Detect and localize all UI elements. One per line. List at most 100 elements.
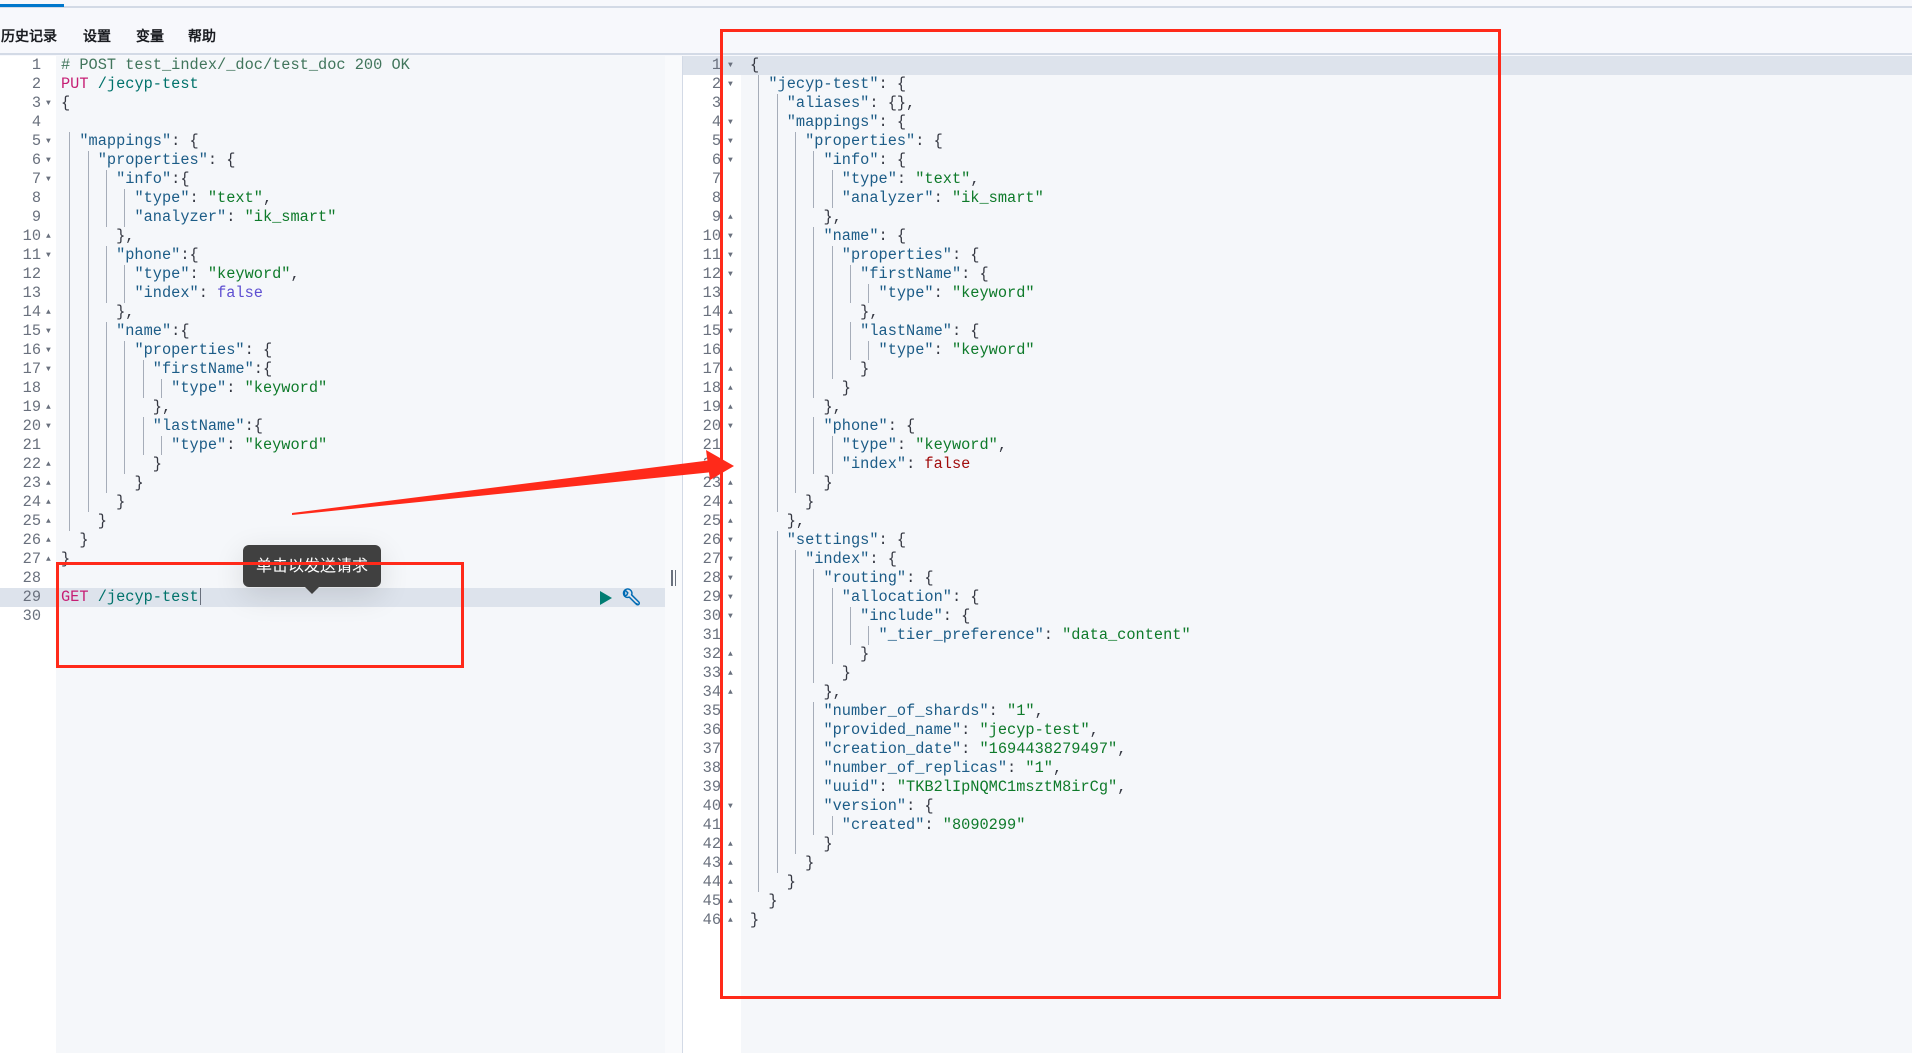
code-line[interactable]: 4 [0,113,665,132]
code-line[interactable]: 43▲ } [683,854,1912,873]
code-line[interactable]: 13 "index": false [0,284,665,303]
code-line[interactable]: 14▲ }, [0,303,665,322]
code-line[interactable]: 19▲ }, [0,398,665,417]
code-line[interactable]: 3 "aliases": {}, [683,94,1912,113]
code-line[interactable]: 6▼ "properties": { [0,151,665,170]
fold-expand-icon[interactable]: ▲ [46,403,51,412]
response-viewer[interactable] [741,56,1912,1053]
fold-collapse-icon[interactable]: ▼ [46,346,51,355]
code-line[interactable]: 20▼ "phone": { [683,417,1912,436]
code-line[interactable]: 23▲ } [683,474,1912,493]
fold-expand-icon[interactable]: ▲ [728,213,733,222]
code-line[interactable]: 5▼ "properties": { [683,132,1912,151]
fold-expand-icon[interactable]: ▲ [728,650,733,659]
code-line[interactable]: 2▼ "jecyp-test": { [683,75,1912,94]
code-line[interactable]: 15▼ "name":{ [0,322,665,341]
code-line[interactable]: 44▲ } [683,873,1912,892]
fold-expand-icon[interactable]: ▲ [46,232,51,241]
active-tab-indicator[interactable] [0,4,64,7]
code-line[interactable]: 4▼ "mappings": { [683,113,1912,132]
code-line[interactable]: 25▲ }, [683,512,1912,531]
fold-collapse-icon[interactable]: ▼ [728,270,733,279]
fold-expand-icon[interactable]: ▲ [46,555,51,564]
fold-expand-icon[interactable]: ▲ [728,669,733,678]
fold-expand-icon[interactable]: ▲ [728,479,733,488]
fold-collapse-icon[interactable]: ▼ [728,593,733,602]
fold-expand-icon[interactable]: ▲ [46,308,51,317]
code-line[interactable]: 26▼ "settings": { [683,531,1912,550]
fold-expand-icon[interactable]: ▲ [728,517,733,526]
code-line[interactable]: 8 "type": "text", [0,189,665,208]
code-line[interactable]: 41 "created": "8090299" [683,816,1912,835]
wrench-icon[interactable] [621,588,641,608]
fold-collapse-icon[interactable]: ▼ [728,80,733,89]
menu-settings[interactable]: 设置 [83,29,111,45]
fold-collapse-icon[interactable]: ▼ [46,327,51,336]
fold-expand-icon[interactable]: ▲ [728,365,733,374]
code-line[interactable]: 19▲ }, [683,398,1912,417]
code-line[interactable]: 7▼ "info":{ [0,170,665,189]
fold-expand-icon[interactable]: ▲ [728,859,733,868]
code-line[interactable]: 33▲ } [683,664,1912,683]
code-line[interactable]: 9▲ }, [683,208,1912,227]
code-line[interactable]: 24▲ } [683,493,1912,512]
code-line[interactable]: 6▼ "info": { [683,151,1912,170]
fold-expand-icon[interactable]: ▲ [728,688,733,697]
fold-collapse-icon[interactable]: ▼ [728,536,733,545]
fold-expand-icon[interactable]: ▲ [728,403,733,412]
code-line[interactable]: 28▼ "routing": { [683,569,1912,588]
code-line[interactable]: 42▲ } [683,835,1912,854]
fold-collapse-icon[interactable]: ▼ [46,422,51,431]
code-line[interactable]: 30▼ "include": { [683,607,1912,626]
code-line[interactable]: 39 "uuid": "TKB2lIpNQMC1msztM8irCg", [683,778,1912,797]
code-line[interactable]: 15▼ "lastName": { [683,322,1912,341]
code-line[interactable]: 38 "number_of_replicas": "1", [683,759,1912,778]
menu-variables[interactable]: 变量 [136,29,164,45]
code-line[interactable]: 29▼ "allocation": { [683,588,1912,607]
fold-collapse-icon[interactable]: ▼ [728,61,733,70]
code-line[interactable]: 14▲ }, [683,303,1912,322]
code-line[interactable]: 1# POST test_index/_doc/test_doc 200 OK [0,56,665,75]
code-line[interactable]: 12▼ "firstName": { [683,265,1912,284]
fold-collapse-icon[interactable]: ▼ [728,232,733,241]
code-line[interactable]: 8 "analyzer": "ik_smart" [683,189,1912,208]
code-line[interactable]: 7 "type": "text", [683,170,1912,189]
fold-collapse-icon[interactable]: ▼ [728,251,733,260]
fold-expand-icon[interactable]: ▲ [46,498,51,507]
fold-collapse-icon[interactable]: ▼ [728,612,733,621]
code-line[interactable]: 22▲ } [0,455,665,474]
code-line[interactable]: 18 "type": "keyword" [0,379,665,398]
fold-expand-icon[interactable]: ▲ [728,916,733,925]
fold-collapse-icon[interactable]: ▼ [46,137,51,146]
fold-collapse-icon[interactable]: ▼ [728,118,733,127]
code-line[interactable]: 16▼ "properties": { [0,341,665,360]
fold-collapse-icon[interactable]: ▼ [46,365,51,374]
code-line[interactable]: 13 "type": "keyword" [683,284,1912,303]
code-line[interactable]: 17▲ } [683,360,1912,379]
play-icon[interactable] [600,591,612,605]
code-line[interactable]: 5▼ "mappings": { [0,132,665,151]
code-line[interactable]: 1▼{ [683,56,1912,75]
code-line[interactable]: 12 "type": "keyword", [0,265,665,284]
code-line[interactable]: 11▼ "phone":{ [0,246,665,265]
fold-expand-icon[interactable]: ▲ [46,517,51,526]
fold-collapse-icon[interactable]: ▼ [728,574,733,583]
menu-help[interactable]: 帮助 [188,29,216,45]
code-line[interactable]: 20▼ "lastName":{ [0,417,665,436]
code-line[interactable]: 21 "type": "keyword" [0,436,665,455]
fold-collapse-icon[interactable]: ▼ [728,555,733,564]
fold-expand-icon[interactable]: ▲ [728,384,733,393]
code-line[interactable]: 36 "provided_name": "jecyp-test", [683,721,1912,740]
code-line[interactable]: 27▲} [0,550,665,569]
code-line[interactable]: 25▲ } [0,512,665,531]
fold-collapse-icon[interactable]: ▼ [728,422,733,431]
fold-expand-icon[interactable]: ▲ [728,308,733,317]
fold-collapse-icon[interactable]: ▼ [728,327,733,336]
code-line[interactable]: 40▼ "version": { [683,797,1912,816]
code-line[interactable]: 23▲ } [0,474,665,493]
fold-collapse-icon[interactable]: ▼ [728,802,733,811]
code-line[interactable]: 16 "type": "keyword" [683,341,1912,360]
code-line[interactable]: 27▼ "index": { [683,550,1912,569]
fold-expand-icon[interactable]: ▲ [728,897,733,906]
